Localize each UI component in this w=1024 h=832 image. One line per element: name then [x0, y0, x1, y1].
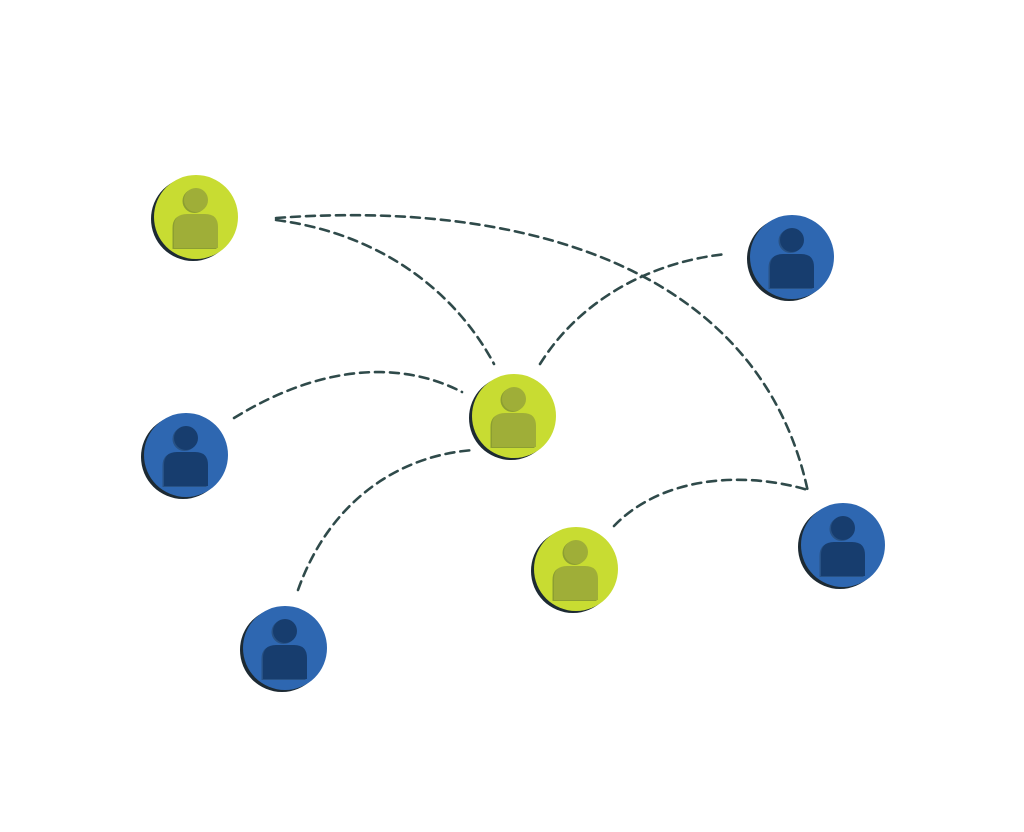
person-icon	[552, 540, 598, 601]
node-user-top-left	[151, 175, 238, 261]
link-center-to-top-right	[538, 252, 728, 366]
person-icon	[172, 188, 218, 249]
link-top-left-to-center	[274, 218, 496, 366]
person-icon	[768, 228, 814, 289]
link-top-left-to-lower-right	[274, 213, 810, 494]
person-icon	[490, 387, 536, 448]
nodes-layer	[141, 175, 885, 692]
node-user-center	[469, 374, 556, 460]
link-lower-middle-to-lower-right	[612, 478, 810, 528]
link-bottom-left-to-center	[296, 448, 476, 592]
node-user-lower-middle	[531, 527, 618, 613]
link-mid-left-to-center	[232, 370, 464, 420]
node-user-top-right	[747, 215, 834, 301]
node-user-mid-left	[141, 413, 228, 499]
node-user-bottom-left	[240, 606, 327, 692]
links-layer	[232, 213, 810, 592]
person-icon	[819, 516, 865, 577]
person-icon	[261, 619, 307, 680]
person-icon	[162, 426, 208, 487]
node-user-lower-right	[798, 503, 885, 589]
